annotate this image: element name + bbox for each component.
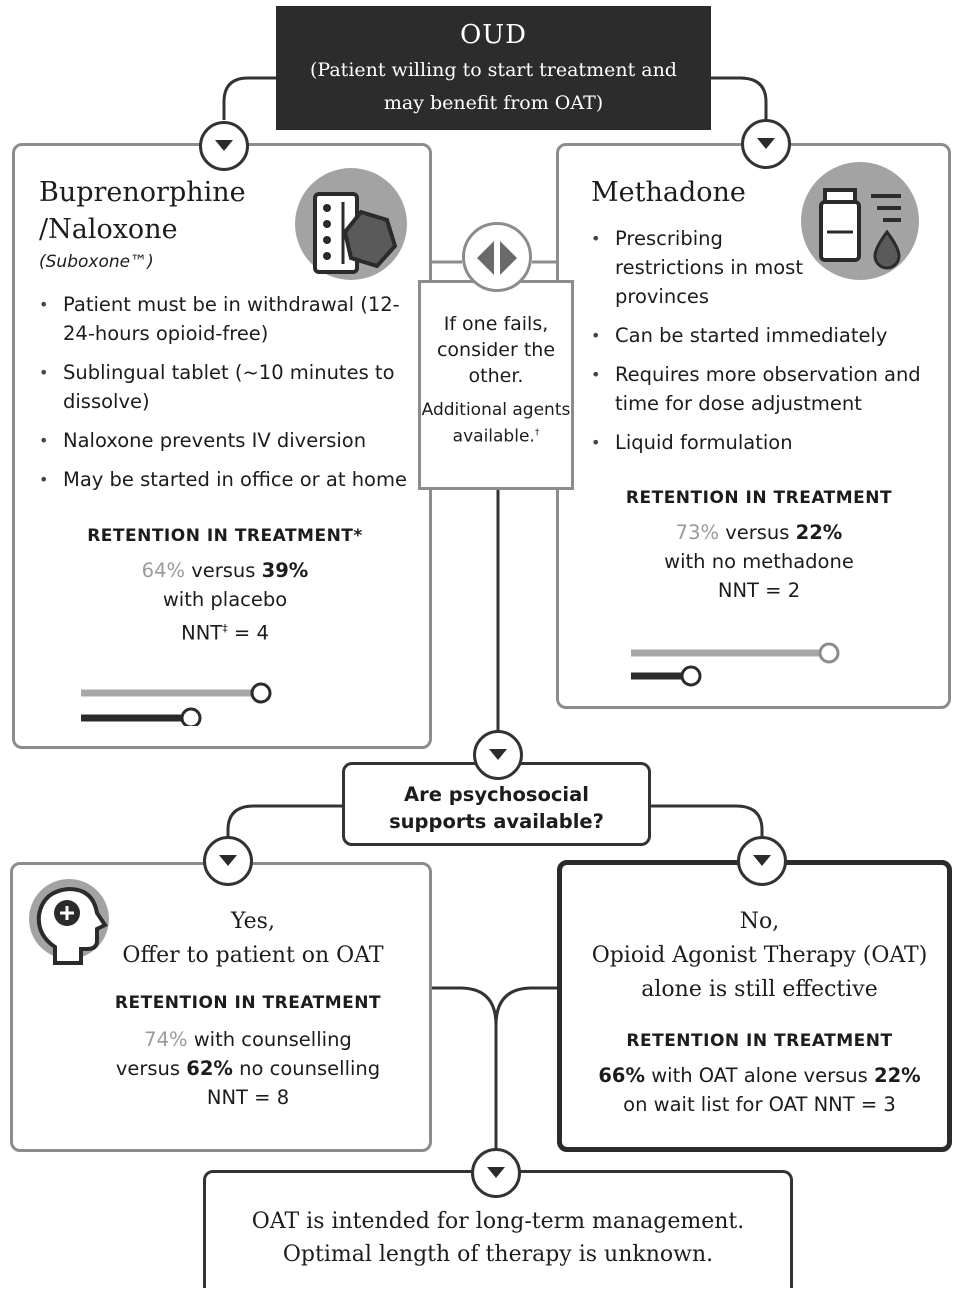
nnt-footnote-mark: ‡ <box>222 622 228 635</box>
bar-treatment-end <box>818 642 840 664</box>
bullet-item: Can be started immediately <box>591 321 931 350</box>
buprenorphine-retention-bars <box>81 682 272 726</box>
methadone-retention-bars <box>631 642 840 687</box>
nnt-value: = 4 <box>227 621 269 645</box>
retention-versus: versus <box>719 521 796 544</box>
retention-value-a: 64% <box>141 559 185 582</box>
methadone-title: Methadone <box>591 177 746 208</box>
yes-title-line2: Offer to patient on OAT <box>122 943 384 968</box>
methadone-box: Methadone Prescribing restrictions in mo… <box>556 143 951 709</box>
bullet-item: Liquid formulation <box>591 428 931 457</box>
head-plus-icon <box>25 877 115 971</box>
bottom-line1: OAT is intended for long-term management… <box>251 1209 745 1234</box>
buprenorphine-retention-heading: RETENTION IN TREATMENT* <box>87 526 363 546</box>
connector-oud-right <box>711 76 768 120</box>
yes-title: Yes, Offer to patient on OAT <box>103 905 403 973</box>
bullet-item: May be started in office or at home <box>39 465 419 494</box>
additional-agents-text: Additional agents available.† <box>421 399 571 449</box>
methadone-retention-heading: RETENTION IN TREATMENT <box>625 488 893 508</box>
down-arrow-icon <box>471 1148 521 1198</box>
yes-title-line1: Yes, <box>231 909 275 934</box>
no-box: No, Opioid Agonist Therapy (OAT) alone i… <box>557 860 952 1152</box>
connector-oud-left <box>222 76 276 120</box>
bar-treatment-end <box>250 682 272 704</box>
retention-versus: versus <box>115 1057 187 1080</box>
nnt-value: NNT = 8 <box>206 1086 290 1109</box>
bottom-line2: Optimal length of therapy is unknown. <box>282 1242 714 1267</box>
down-arrow-icon <box>199 121 249 171</box>
connector-q-left <box>226 804 343 840</box>
buprenorphine-retention-text: 64% versus 39% with placebo NNT‡ = 4 <box>15 556 435 648</box>
left-right-arrows-icon <box>462 222 532 292</box>
retention-comparator: with no methadone <box>664 550 854 573</box>
buprenorphine-title: Buprenorphine /Naloxone <box>39 174 246 248</box>
yes-retention-heading: RETENTION IN TREATMENT <box>114 993 382 1013</box>
buprenorphine-title-line1: Buprenorphine <box>39 177 246 208</box>
retention-value-b: 62% <box>186 1057 233 1080</box>
no-title: No, Opioid Agonist Therapy (OAT) alone i… <box>562 905 954 1007</box>
nnt-value: NNT = 2 <box>717 579 801 602</box>
no-title-line2: Opioid Agonist Therapy (OAT) <box>591 943 928 968</box>
bullet-item: Naloxone prevents IV diversion <box>39 426 419 455</box>
alternative-note-text: If one fails, consider the other. <box>436 313 556 387</box>
down-arrow-icon <box>737 836 787 886</box>
alternative-note-box: If one fails, consider the other. Additi… <box>418 280 574 490</box>
buprenorphine-title-line2: /Naloxone <box>39 214 178 245</box>
down-arrow-icon <box>473 730 523 780</box>
no-retention-heading: RETENTION IN TREATMENT <box>626 1031 893 1051</box>
connector-q-right <box>651 804 764 840</box>
retention-value-b: 39% <box>261 559 309 582</box>
bullet-item: Prescribing restrictions in most provinc… <box>591 224 805 311</box>
down-arrow-icon <box>741 119 791 169</box>
oud-subtitle: (Patient willing to start treatment and … <box>310 59 677 114</box>
down-arrow-icon <box>203 836 253 886</box>
footnote-mark: † <box>534 428 540 438</box>
yes-box: Yes, Offer to patient on OAT RETENTION I… <box>10 862 432 1152</box>
question-line1: Are psychosocial <box>404 783 589 806</box>
yes-retention-text: 74% with counselling versus 62% no couns… <box>13 1025 483 1112</box>
retention-value-b: 22% <box>795 521 843 544</box>
methadone-bullets: Prescribing restrictions in most provinc… <box>591 224 931 467</box>
retention-value-a: 74% <box>144 1028 188 1051</box>
methadone-retention-text: 73% versus 22% with no methadone NNT = 2 <box>559 518 954 605</box>
psychosocial-question-box: Are psychosocial supports available? <box>342 762 651 846</box>
suboxone-brand: (Suboxone™) <box>39 252 154 272</box>
retention-a-label: with counselling <box>187 1028 352 1051</box>
retention-value-b: 22% <box>874 1064 921 1087</box>
retention-value-a: 73% <box>675 521 719 544</box>
buprenorphine-box: Buprenorphine /Naloxone (Suboxone™) Pati… <box>12 143 432 749</box>
bar-comparator-end <box>180 707 202 726</box>
nnt-label: NNT <box>181 621 223 645</box>
additional-agents-label: Additional agents available. <box>421 400 571 447</box>
bullet-item: Requires more observation and time for d… <box>591 360 931 418</box>
bar-comparator-end <box>680 665 702 687</box>
retention-line2: on wait list for OAT NNT = 3 <box>623 1093 896 1116</box>
no-retention-text: 66% with OAT alone versus 22% on wait li… <box>562 1061 954 1119</box>
tablet-icon <box>295 168 407 280</box>
retention-value-a: 66% <box>598 1064 645 1087</box>
retention-b-label: no counselling <box>232 1057 381 1080</box>
medicine-bottle-icon <box>801 162 919 280</box>
bullet-item: Patient must be in withdrawal (12-24-hou… <box>39 290 419 348</box>
bullet-item: Sublingual tablet (~10 minutes to dissol… <box>39 358 419 416</box>
oud-header-box: OUD (Patient willing to start treatment … <box>276 6 711 130</box>
buprenorphine-bullets: Patient must be in withdrawal (12-24-hou… <box>39 290 419 504</box>
oud-title: OUD <box>459 20 528 50</box>
connector-no-bottom <box>494 986 560 1026</box>
retention-versus: versus <box>185 559 262 582</box>
no-title-line3: alone is still effective <box>641 977 878 1002</box>
retention-comparator: with placebo <box>162 588 288 611</box>
retention-a-label: with OAT alone versus <box>645 1064 874 1087</box>
question-line2: supports available? <box>389 810 604 833</box>
no-title-line1: No, <box>739 909 780 934</box>
